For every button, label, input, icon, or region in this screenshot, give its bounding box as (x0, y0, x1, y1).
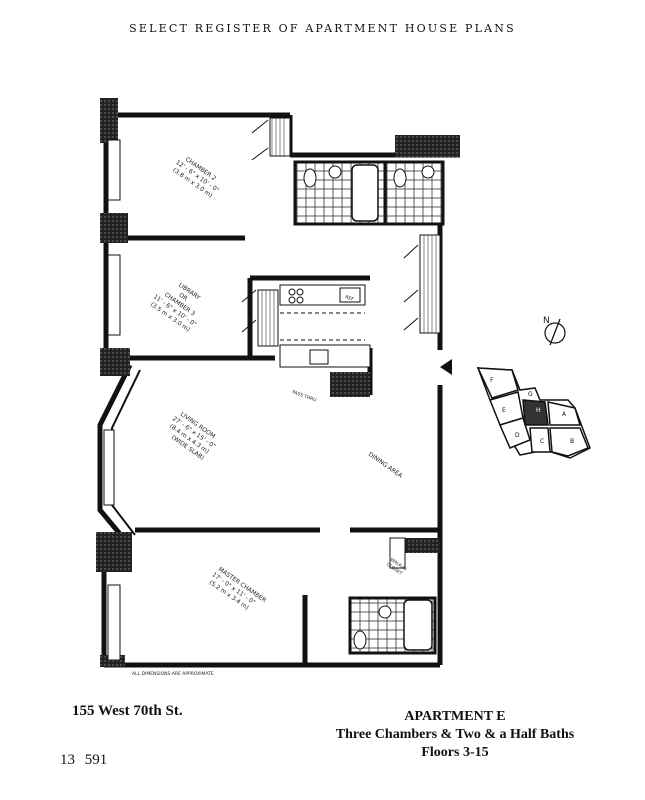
address: 155 West 70th St. (72, 703, 183, 719)
pass-thru-label: PASS THRU (291, 389, 317, 403)
apartment-floors: Floors 3-15 (421, 745, 489, 760)
key-unit-f: F (490, 377, 494, 384)
ref-label: REF (344, 294, 354, 303)
key-unit-d: D (515, 432, 520, 439)
entry-arrow (440, 359, 452, 375)
floor-plan: CHAMBER 2 12' - 6" x 10' - 0" (3.8 m x 3… (96, 98, 591, 677)
door-swings (241, 119, 419, 333)
key-unit-b: B (570, 438, 574, 445)
bathrooms (293, 160, 445, 655)
key-unit-h: H (536, 407, 541, 414)
svg-text:OR: OR (177, 292, 188, 303)
dining-area-label: DINING AREA (367, 451, 404, 480)
north-arrow-icon: N (543, 316, 566, 346)
key-unit-e: E (502, 407, 506, 414)
apartment-info: APARTMENT E Three Chambers & Two & a Hal… (280, 708, 630, 762)
apartment-description: Three Chambers & Two & a Half Baths (335, 727, 575, 742)
windows (103, 139, 121, 661)
key-unit-a: A (562, 411, 567, 418)
svg-text:N: N (543, 316, 550, 326)
page-header: SELECT REGISTER OF APARTMENT HOUSE PLANS (129, 22, 516, 35)
apartment-title: APARTMENT E (404, 709, 506, 724)
kitchen (279, 284, 371, 368)
key-unit-g: G (528, 391, 533, 398)
reference-number: 13 591 (60, 752, 108, 768)
key-unit-c: C (540, 438, 544, 445)
key-plan: F E G H A D C B (476, 367, 591, 459)
columns (96, 98, 460, 667)
closets (257, 117, 441, 569)
dimensions-note: ALL DIMENSIONS ARE APPROXIMATE (132, 671, 214, 677)
